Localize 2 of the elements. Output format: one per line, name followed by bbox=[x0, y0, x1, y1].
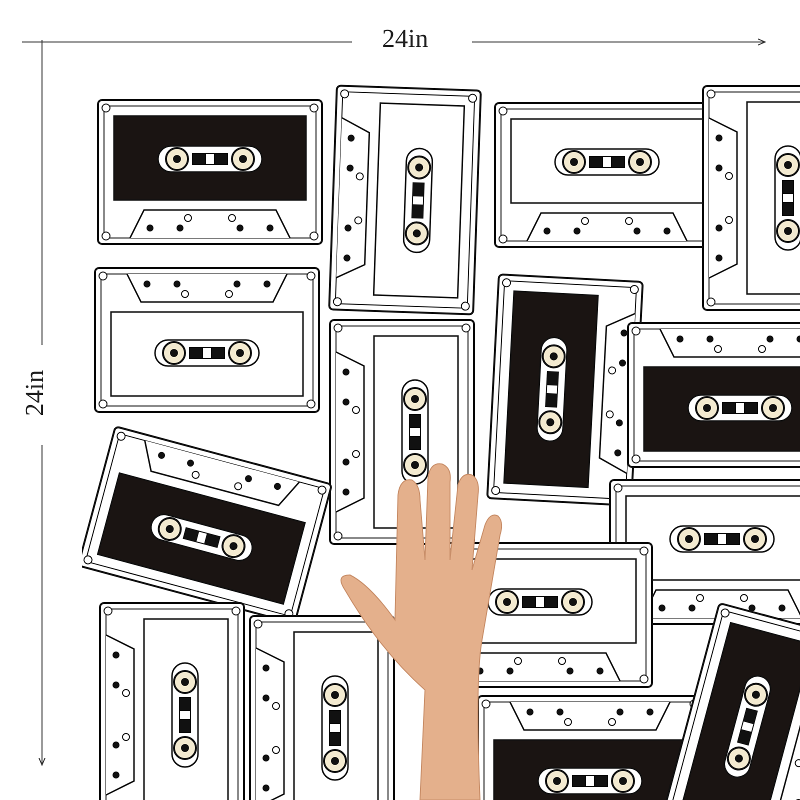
dimension-label: 24in bbox=[382, 26, 428, 52]
dimension-label: 24in bbox=[22, 370, 48, 416]
